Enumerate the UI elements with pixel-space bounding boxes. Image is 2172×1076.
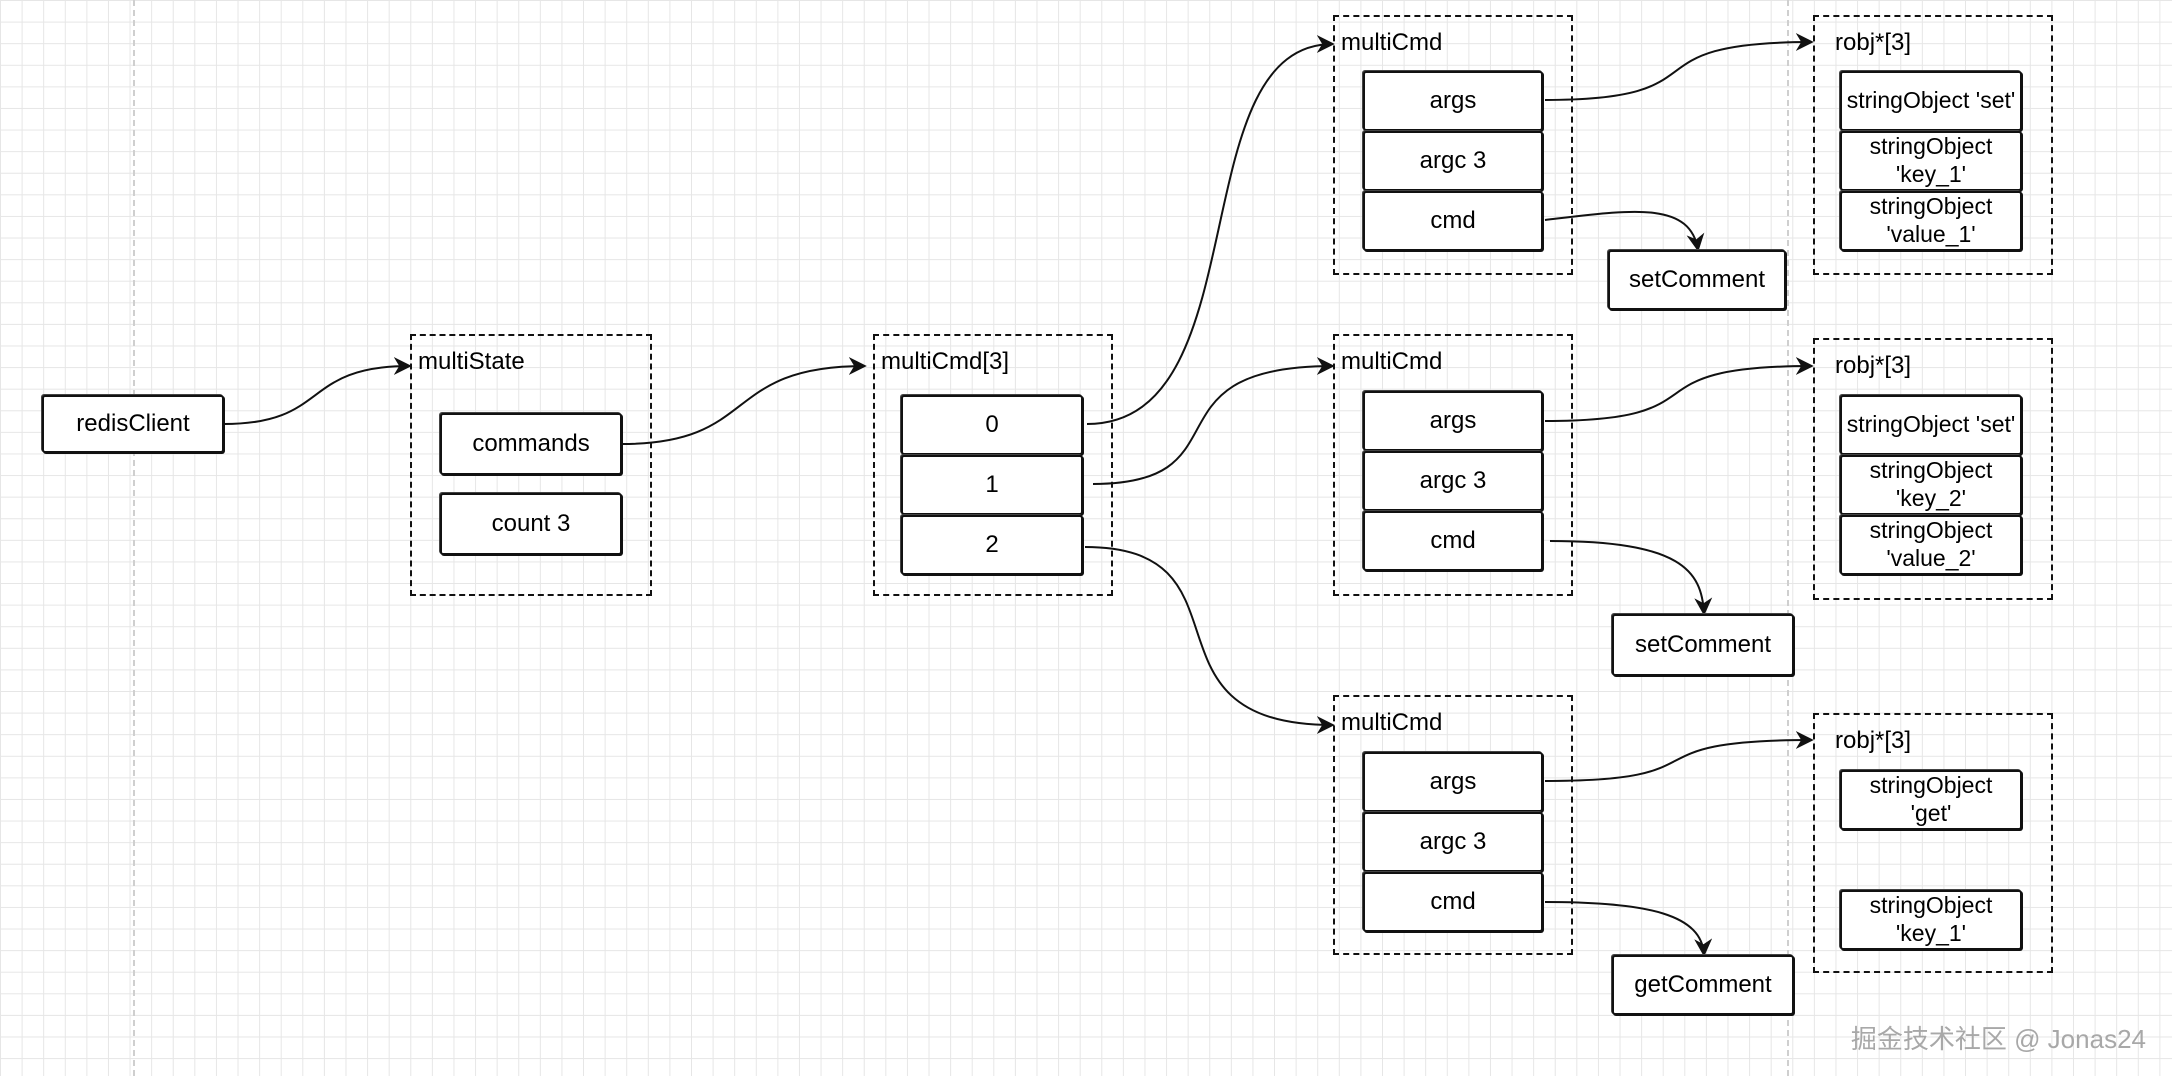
page-guide-line	[133, 0, 135, 1076]
string-object-box: stringObject 'get'	[1840, 770, 2022, 830]
handler-label: getComment	[1634, 971, 1772, 999]
arrow-commands-to-multicmd-array	[621, 357, 867, 445]
multi-cmd-array-item-1: 1	[901, 455, 1083, 515]
get-comment-handler: getComment	[1612, 955, 1794, 1015]
cmd-field: cmd	[1363, 872, 1543, 932]
args-field: args	[1363, 752, 1543, 812]
multi-cmd-title: multiCmd	[1341, 29, 1443, 56]
string-object-label: stringObject 'set'	[1846, 411, 2016, 438]
argc-label: argc 3	[1419, 147, 1487, 175]
args-label: args	[1429, 87, 1477, 115]
string-object-label: stringObject 'get'	[1869, 772, 1993, 826]
commands-field: commands	[440, 413, 622, 475]
robj-title: robj*[3]	[1835, 352, 1912, 379]
arrow-args1-to-robj1	[1544, 33, 1814, 101]
string-object-box: stringObject 'value_1'	[1840, 191, 2022, 251]
string-object-box: stringObject 'set'	[1840, 395, 2022, 455]
string-object-label: stringObject 'key_2'	[1869, 457, 1993, 511]
string-object-box: stringObject 'key_1'	[1840, 131, 2022, 191]
string-object-box: stringObject 'key_2'	[1840, 455, 2022, 515]
string-object-label: stringObject 'set'	[1846, 87, 2016, 114]
argc-label: argc 3	[1419, 467, 1487, 495]
multi-cmd-array-item-0: 0	[901, 395, 1083, 455]
arrow-cmd1-to-handler1	[1544, 210, 1705, 252]
string-object-box: stringObject 'set'	[1840, 71, 2022, 131]
count-field: count 3	[440, 493, 622, 555]
arrow-cmd2-to-handler2	[1549, 540, 1713, 616]
argc-field: argc 3	[1363, 131, 1543, 191]
multi-cmd-title: multiCmd	[1341, 348, 1443, 375]
cmd-label: cmd	[1430, 888, 1476, 916]
string-object-box: stringObject 'key_1'	[1840, 890, 2022, 950]
handler-label: setComment	[1634, 631, 1772, 659]
string-object-box: stringObject 'value_2'	[1840, 515, 2022, 575]
redis-client-box: redisClient	[42, 395, 224, 453]
arrow-args3-to-robj3	[1544, 731, 1814, 782]
arrow-item0-to-multicmd-1	[1086, 35, 1335, 425]
multi-cmd-1-container: multiCmd	[1333, 15, 1573, 275]
cmd-label: cmd	[1430, 527, 1476, 555]
arrow-cmd3-to-handler3	[1544, 901, 1713, 957]
args-field: args	[1363, 71, 1543, 131]
multi-cmd-2-container: multiCmd	[1333, 334, 1573, 596]
robj-2-container: robj*[3]	[1813, 338, 2053, 600]
multi-state-title: multiState	[418, 348, 525, 375]
cmd-field: cmd	[1363, 191, 1543, 251]
handler-label: setComment	[1628, 266, 1766, 294]
cmd-label: cmd	[1430, 207, 1476, 235]
multi-cmd-array-container: multiCmd[3]	[873, 334, 1113, 596]
args-label: args	[1429, 407, 1477, 435]
cmd-field: cmd	[1363, 511, 1543, 571]
item-label: 2	[985, 531, 999, 559]
set-comment-handler: setComment	[1612, 614, 1794, 676]
string-object-label: stringObject 'value_2'	[1869, 517, 1993, 571]
item-label: 1	[985, 471, 999, 499]
robj-3-container: robj*[3]	[1813, 713, 2053, 973]
robj-title: robj*[3]	[1835, 727, 1912, 754]
set-comment-handler: setComment	[1608, 250, 1786, 310]
item-label: 0	[985, 411, 999, 439]
watermark: 掘金技术社区 @ Jonas24	[1850, 1024, 2146, 1054]
arrow-item1-to-multicmd-2	[1092, 357, 1335, 485]
string-object-label: stringObject 'value_1'	[1869, 193, 1993, 247]
robj-title: robj*[3]	[1835, 29, 1912, 56]
arrow-args2-to-robj2	[1544, 357, 1814, 422]
multi-cmd-array-item-2: 2	[901, 515, 1083, 575]
arrow-item2-to-multicmd-3	[1084, 546, 1335, 734]
argc-field: argc 3	[1363, 451, 1543, 511]
argc-field: argc 3	[1363, 812, 1543, 872]
multi-cmd-3-container: multiCmd	[1333, 695, 1573, 955]
multi-cmd-array-title: multiCmd[3]	[881, 348, 1010, 375]
args-field: args	[1363, 391, 1543, 451]
count-label: count 3	[491, 510, 571, 538]
args-label: args	[1429, 768, 1477, 796]
argc-label: argc 3	[1419, 828, 1487, 856]
redis-client-label: redisClient	[76, 410, 190, 438]
commands-label: commands	[472, 430, 590, 458]
string-object-label: stringObject 'key_1'	[1869, 133, 1993, 187]
arrow-client-to-multistate	[223, 357, 412, 425]
multi-state-container: multiState	[410, 334, 652, 596]
string-object-label: stringObject 'key_1'	[1869, 892, 1993, 946]
page-guide-line	[1787, 0, 1789, 1076]
multi-cmd-title: multiCmd	[1341, 709, 1443, 736]
robj-1-container: robj*[3]	[1813, 15, 2053, 275]
